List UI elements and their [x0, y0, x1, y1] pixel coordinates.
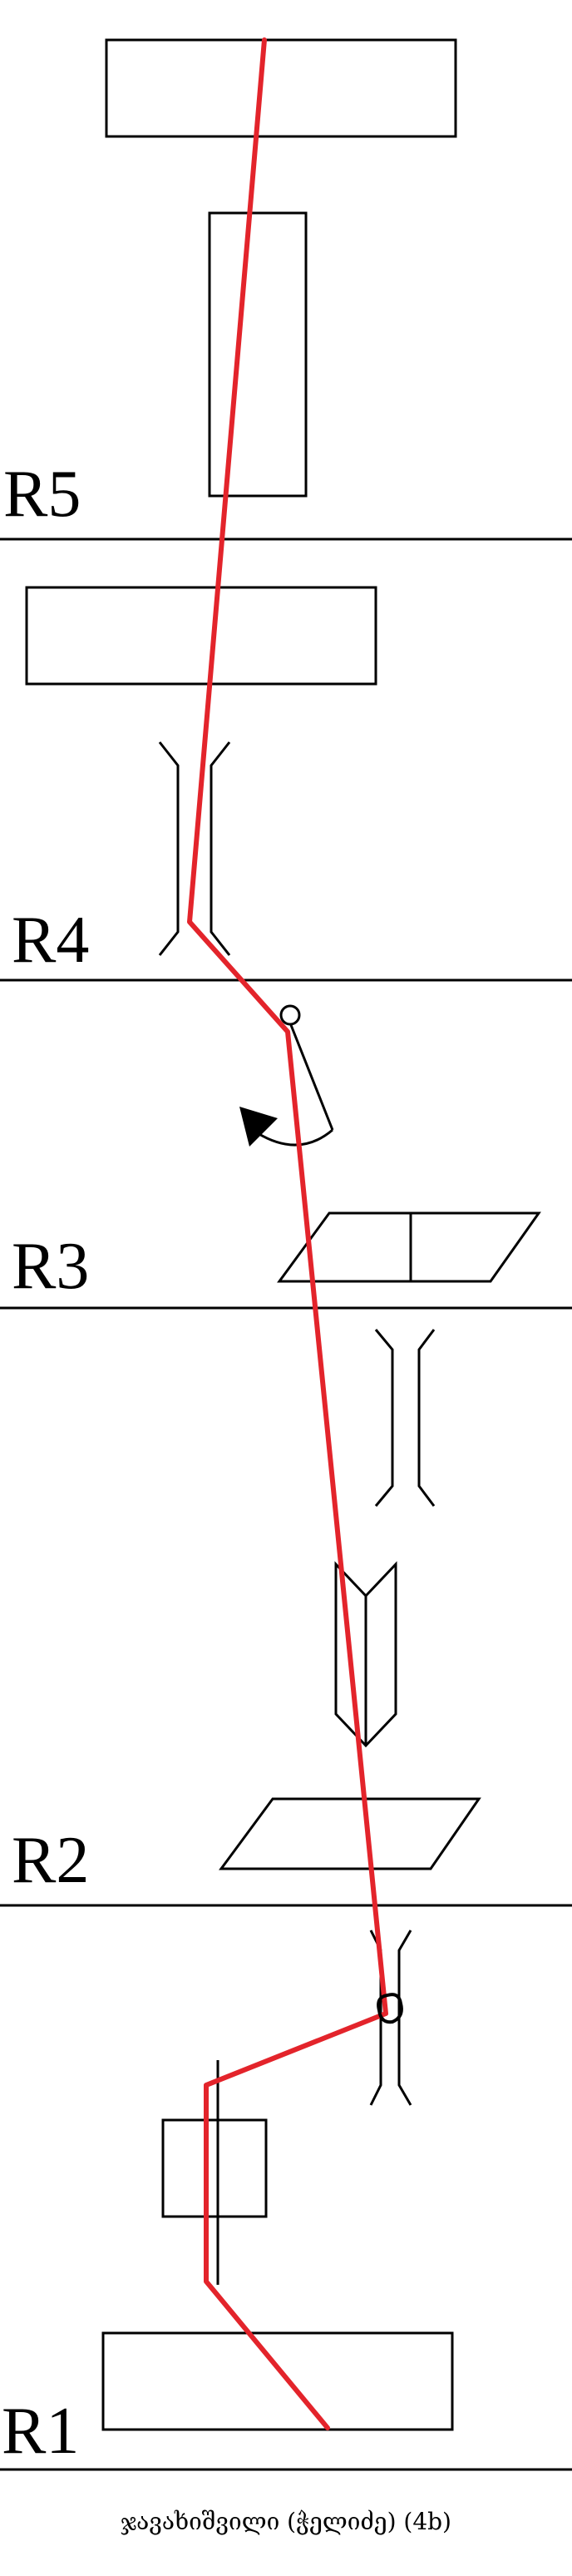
region-label-r4: R4	[12, 904, 89, 977]
r1-small-block	[161, 2118, 268, 2218]
region-label-r5: R5	[3, 458, 81, 531]
pendulum-arm	[289, 1024, 334, 1131]
region-label-r1: R1	[2, 2395, 79, 2468]
r1-wide-block	[101, 2331, 454, 2431]
region-label-r3: R3	[12, 1230, 89, 1303]
pendulum-pivot	[279, 1004, 301, 1026]
r1-right-bracket	[397, 1930, 412, 2106]
region-label-r2: R2	[12, 1824, 89, 1897]
r4-left-bracket	[158, 741, 180, 956]
red-path	[187, 37, 388, 2430]
path-knot	[377, 1993, 403, 2024]
caption: ჯავახიშვილი (ჭელიძე) (4b)	[121, 2508, 451, 2535]
r2-right-bracket	[417, 1329, 436, 1507]
r5-wide-block	[105, 38, 457, 138]
rotation-arc	[257, 1128, 333, 1147]
r3-parallelogram	[277, 1211, 541, 1283]
r4-wide-block	[25, 586, 377, 686]
r2-parallelogram	[219, 1797, 481, 1870]
rotation-arrowhead	[239, 1107, 278, 1147]
r2-v-prism	[334, 1561, 397, 1748]
r4-right-bracket	[210, 741, 231, 956]
r2-left-bracket	[374, 1329, 394, 1507]
r5-tall-block	[208, 211, 308, 498]
